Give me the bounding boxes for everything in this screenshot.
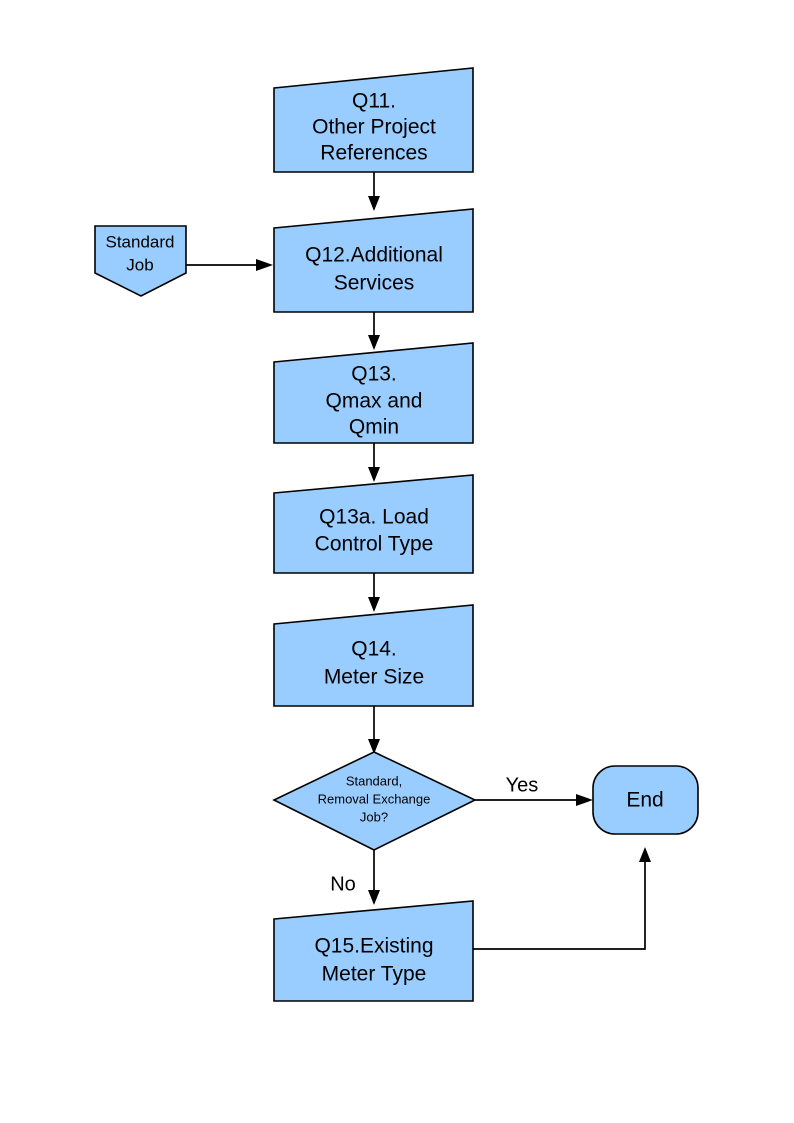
- node-q11-line2: Other Project: [312, 116, 436, 139]
- node-q13-line1: Q13.: [351, 363, 397, 386]
- node-decision-line1: Standard,: [346, 773, 402, 788]
- node-q11-line1: Q11.: [352, 90, 396, 113]
- edge-q15-to-end: [473, 847, 651, 950]
- node-q15[interactable]: Q15.Existing Meter Type: [273, 900, 474, 1002]
- node-q14-line1: Q14.: [351, 638, 397, 661]
- edge-q13-to-q13a: [368, 443, 380, 482]
- node-end-label: End: [626, 789, 663, 812]
- node-q12-line1: Q12.Additional: [305, 244, 443, 267]
- edge-label-yes: Yes: [506, 774, 539, 796]
- node-q11[interactable]: Q11. Other Project References: [273, 67, 474, 173]
- node-q13[interactable]: Q13. Qmax and Qmin: [273, 342, 474, 444]
- node-q12-line2: Services: [334, 272, 415, 295]
- node-end[interactable]: End: [592, 765, 699, 835]
- node-decision-line2: Removal Exchange: [318, 791, 431, 806]
- edge-label-no: No: [330, 873, 356, 895]
- edge-decision-to-end-yes: [475, 794, 593, 806]
- node-q13a-line2: Control Type: [315, 533, 434, 556]
- node-q13-line3: Qmin: [349, 416, 399, 439]
- node-decision[interactable]: Standard, Removal Exchange Job?: [272, 751, 477, 851]
- node-q13a-line1: Q13a. Load: [319, 506, 429, 529]
- node-q15-line1: Q15.Existing: [314, 935, 433, 958]
- node-q14[interactable]: Q14. Meter Size: [273, 604, 474, 707]
- edge-standardjob-to-q12: [186, 259, 273, 271]
- node-q13-line2: Qmax and: [326, 390, 423, 413]
- edge-q12-to-q13: [368, 312, 380, 350]
- edge-q14-to-decision: [368, 706, 380, 754]
- edge-q13a-to-q14: [368, 573, 380, 612]
- node-decision-line3: Job?: [360, 809, 388, 824]
- edge-q11-to-q12: [368, 172, 380, 211]
- node-q11-line3: References: [320, 142, 427, 165]
- node-standard-job[interactable]: Standard Job: [94, 225, 187, 297]
- node-q15-line2: Meter Type: [322, 963, 427, 986]
- node-standard-job-line2: Job: [126, 255, 153, 274]
- node-standard-job-line1: Standard: [106, 232, 175, 251]
- node-q14-line2: Meter Size: [324, 666, 424, 689]
- node-q12[interactable]: Q12.Additional Services: [273, 208, 474, 313]
- edge-decision-to-q15-no: [368, 850, 380, 905]
- node-q13a[interactable]: Q13a. Load Control Type: [273, 474, 474, 574]
